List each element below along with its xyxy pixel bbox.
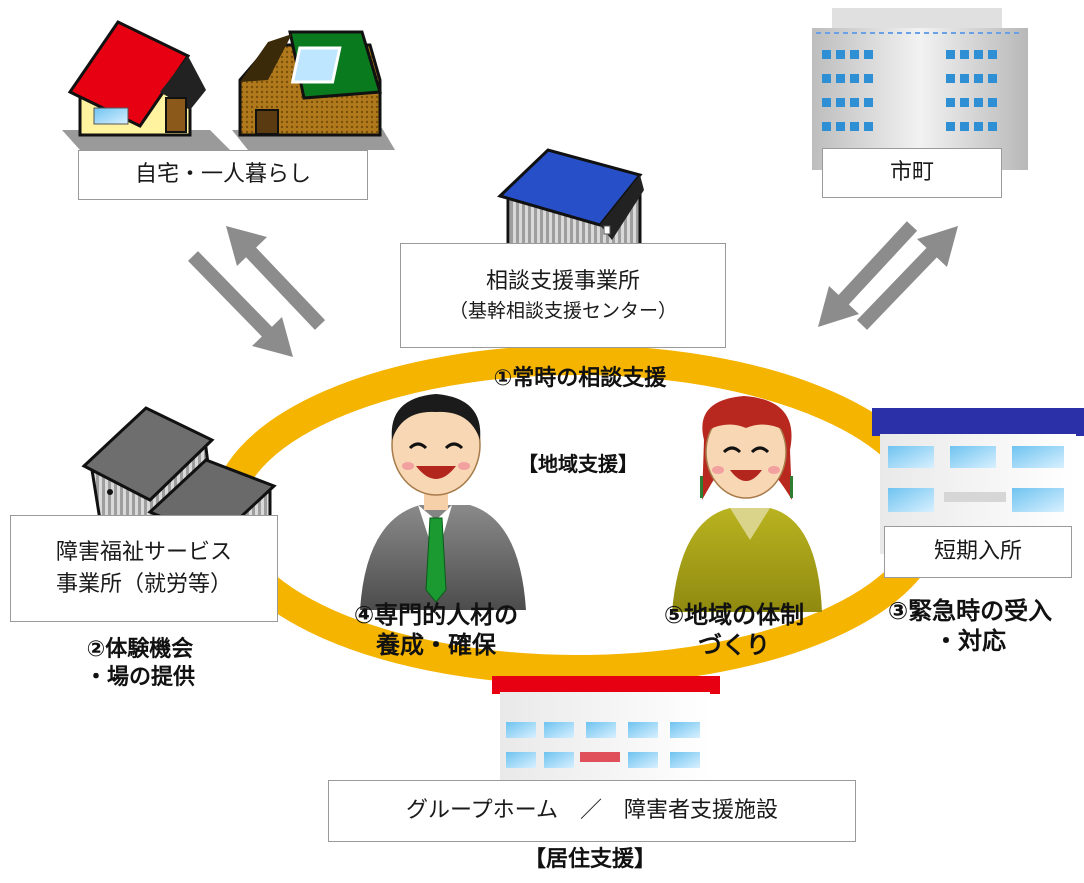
function-1-text: ①常時の相談支援 (493, 366, 667, 391)
function-4-line1: ④専門的人材の (353, 601, 519, 629)
welfare-service-sublabel: 事業所（就労等） (55, 571, 232, 597)
red-house-icon (62, 20, 230, 150)
short-stay-label: 短期入所 (933, 539, 1022, 565)
welfare-service-label: 障害福祉サービス (55, 539, 232, 565)
home-node-label: 自宅・一人暮らし (134, 162, 311, 188)
city-node: 市町 (822, 148, 1002, 198)
arrows-home-consult (187, 226, 326, 357)
function-2-label: ②体験機会 ・場の提供 (85, 636, 195, 691)
consultation-office-label: 相談支援事業所 (485, 268, 640, 294)
function-2-line2: ・場の提供 (84, 664, 196, 690)
residential-support-heading: 【居住支援】 (524, 846, 656, 874)
function-1-label: ①常時の相談支援 (494, 365, 667, 393)
home-node: 自宅・一人暮らし (78, 150, 368, 200)
male-staff-illustration-icon (360, 394, 526, 610)
welfare-service-node: 障害福祉サービス 事業所（就労等） (10, 515, 278, 622)
function-4-line2: 養成・確保 (375, 631, 496, 659)
function-4-label: ④専門的人材の 養成・確保 (354, 600, 518, 660)
function-2-line1: ②体験機会 (86, 637, 194, 662)
group-home-label: グループホーム ／ 障害者支援施設 (405, 798, 779, 824)
arrows-city-consult (818, 221, 958, 330)
community-support-text: 【地域支援】 (518, 452, 638, 476)
function-3-line2: ・対応 (933, 627, 1006, 655)
function-5-label: ⑤地域の体制 づくり (664, 600, 804, 660)
group-home-node: グループホーム ／ 障害者支援施設 (328, 780, 856, 842)
short-stay-node: 短期入所 (884, 526, 1072, 578)
function-5-line1: ⑤地域の体制 (663, 601, 805, 629)
residential-support-text: 【居住支援】 (523, 847, 657, 872)
group-home-facility-icon (492, 676, 720, 784)
function-5-line2: づくり (697, 631, 770, 659)
consultation-office-node: 相談支援事業所 （基幹相談支援センター） (400, 243, 726, 348)
city-node-label: 市町 (889, 160, 934, 186)
community-support-heading: 【地域支援】 (518, 452, 638, 477)
function-3-label: ③緊急時の受入 ・対応 (888, 596, 1052, 656)
function-3-line1: ③緊急時の受入 (887, 597, 1053, 625)
consultation-office-sublabel: （基幹相談支援センター） (448, 299, 677, 322)
support-ring (211, 345, 945, 685)
female-staff-illustration-icon (672, 396, 822, 612)
city-office-icon (812, 8, 1028, 170)
green-house-icon (232, 30, 395, 150)
